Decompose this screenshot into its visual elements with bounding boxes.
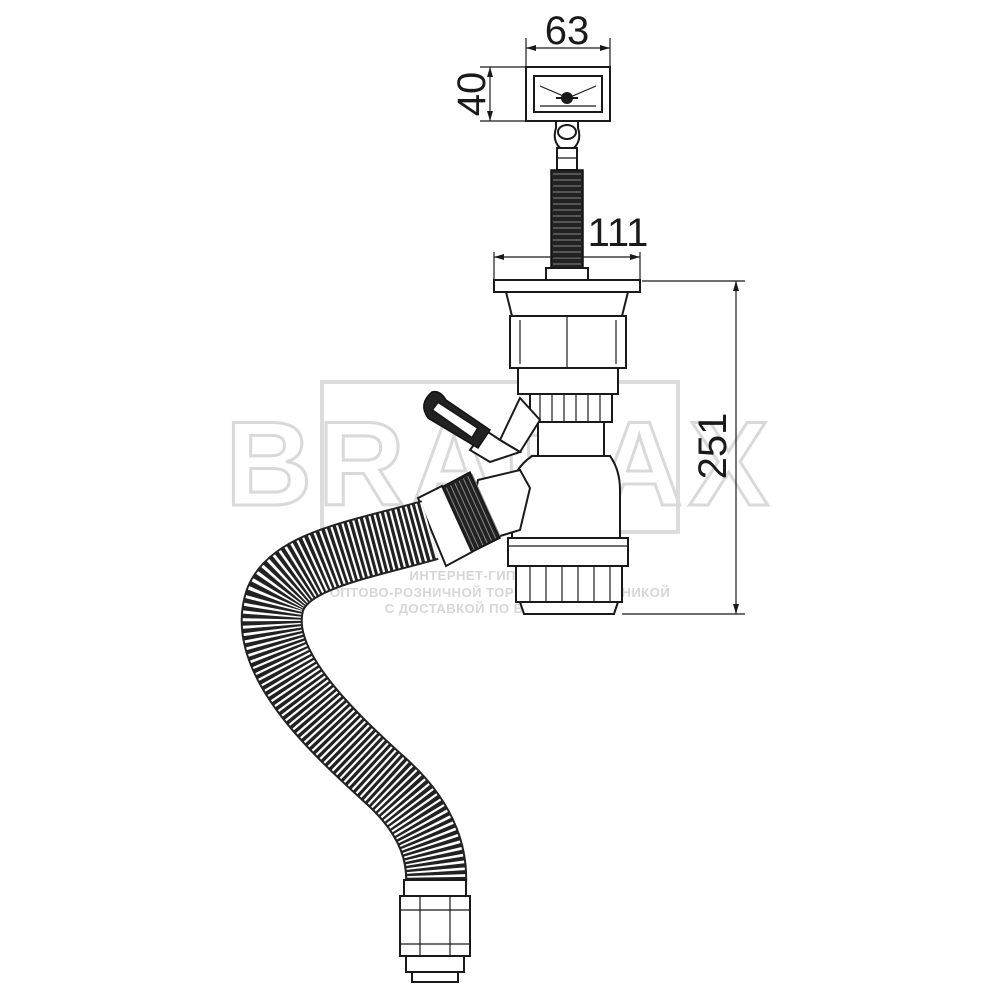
dimension-outlet-width: 111 (493, 211, 649, 290)
dimension-40-label: 40 (450, 72, 494, 117)
dimension-overflow-width: 63 (525, 9, 611, 66)
overflow-connector (553, 120, 581, 171)
overflow-head (525, 66, 611, 122)
dimension-111-label: 111 (588, 211, 649, 255)
dimension-overflow-height: 40 (450, 66, 525, 122)
hose-outlet-adaptor (399, 879, 471, 983)
overflow-hose (545, 169, 589, 281)
sink-outlet (493, 279, 641, 457)
dimension-251-label: 251 (691, 413, 735, 480)
dimension-63-label: 63 (545, 9, 590, 53)
trap-side-outlet (416, 468, 532, 568)
trap-body (507, 455, 629, 615)
corrugated-hose (240, 500, 468, 900)
appliance-inlet (423, 390, 542, 464)
dimension-total-height: 251 (622, 280, 745, 615)
